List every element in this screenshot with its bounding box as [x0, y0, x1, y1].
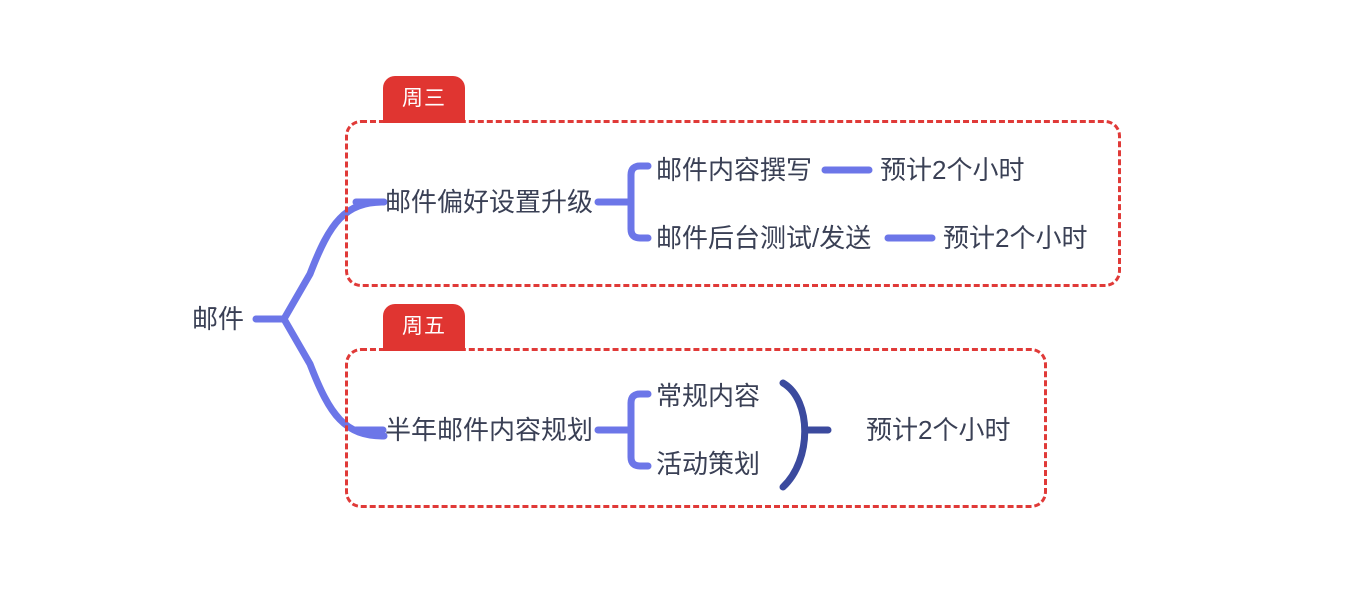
leaf-friday-1[interactable]: 常规内容 [656, 381, 761, 411]
estimate-wednesday-2[interactable]: 预计2个小时 [943, 223, 1088, 253]
branch-label-wednesday[interactable]: 邮件偏好设置升级 [385, 187, 594, 217]
leaf-wednesday-2[interactable]: 邮件后台测试/发送 [656, 223, 872, 253]
branch-label-friday[interactable]: 半年邮件内容规划 [385, 415, 594, 445]
root-node[interactable]: 邮件 [192, 304, 245, 334]
day-badge-friday[interactable]: 周五 [383, 304, 465, 351]
estimate-friday-shared[interactable]: 预计2个小时 [866, 415, 1011, 445]
estimate-wednesday-1[interactable]: 预计2个小时 [880, 155, 1025, 185]
leaf-friday-2[interactable]: 活动策划 [656, 449, 761, 479]
leaf-wednesday-1[interactable]: 邮件内容撰写 [656, 155, 813, 185]
day-badge-wednesday[interactable]: 周三 [383, 76, 465, 123]
